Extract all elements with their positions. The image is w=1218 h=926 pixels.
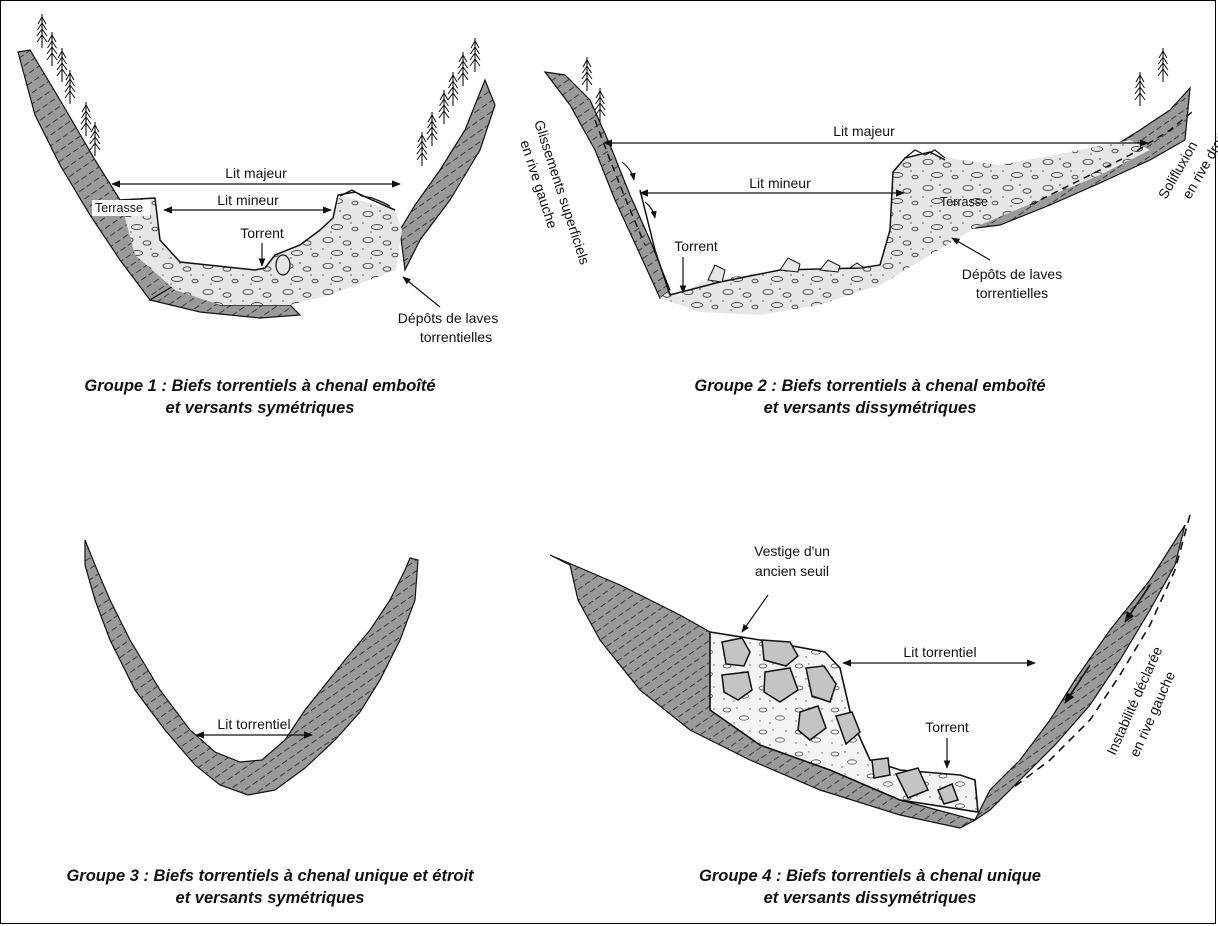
group2-diagram: Lit majeur Lit mineur Terrasse Torrent D… xyxy=(517,48,1218,315)
group1-caption-line1: Groupe 1 : Biefs torrentiels à chenal em… xyxy=(30,375,490,397)
group2-lit-mineur-label: Lit mineur xyxy=(749,175,811,191)
group4-lit-torrentiel-label: Lit torrentiel xyxy=(903,644,976,660)
group3-v-valley xyxy=(85,540,418,795)
group4-caption-line1: Groupe 4 : Biefs torrentiels à chenal un… xyxy=(630,865,1110,887)
group1-diagram: Lit majeur Lit mineur Terrasse Torrent D… xyxy=(18,14,498,345)
group4-torrent-label: Torrent xyxy=(925,719,969,735)
group4-caption-line2: et versants dissymétriques xyxy=(630,887,1110,909)
group1-caption-line2: et versants symétriques xyxy=(30,397,490,419)
group2-deposits xyxy=(660,140,1150,315)
group1-lit-majeur-label: Lit majeur xyxy=(225,165,287,181)
group3-caption-line2: et versants symétriques xyxy=(10,887,530,909)
group1-terrasse-label: Terrasse xyxy=(95,201,143,215)
group2-caption-line1: Groupe 2 : Biefs torrentiels à chenal em… xyxy=(630,375,1110,397)
group1-depots-label-2: torrentielles xyxy=(420,329,492,345)
group1-caption: Groupe 1 : Biefs torrentiels à chenal em… xyxy=(30,375,490,419)
group3-lit-torrentiel-label: Lit torrentiel xyxy=(217,716,290,732)
group1-depots-label-1: Dépôts de laves xyxy=(398,310,498,326)
group2-terrasse-label: Terrasse xyxy=(940,195,988,209)
group4-vestige-label-2: ancien seuil xyxy=(755,563,829,579)
group4-vestige-label-1: Vestige d'un xyxy=(754,543,830,559)
group2-depots-label-2: torrentielles xyxy=(976,285,1048,301)
group1-torrent-label: Torrent xyxy=(240,225,284,241)
group1-boulder xyxy=(276,255,290,275)
group2-caption-line2: et versants dissymétriques xyxy=(630,397,1110,419)
group2-caption: Groupe 2 : Biefs torrentiels à chenal em… xyxy=(630,375,1110,419)
group2-depots-label-1: Dépôts de laves xyxy=(962,266,1062,282)
group2-torrent-label: Torrent xyxy=(674,238,718,254)
group4-diagram: Vestige d'un ancien seuil Lit torrentiel… xyxy=(550,515,1190,828)
group1-lit-mineur-label: Lit mineur xyxy=(217,192,279,208)
group4-caption: Groupe 4 : Biefs torrentiels à chenal un… xyxy=(630,865,1110,909)
group3-caption: Groupe 3 : Biefs torrentiels à chenal un… xyxy=(10,865,530,909)
group1-right-bedrock xyxy=(400,80,495,270)
group3-caption-line1: Groupe 3 : Biefs torrentiels à chenal un… xyxy=(10,865,530,887)
group3-diagram: Lit torrentiel xyxy=(85,540,418,795)
group2-lit-majeur-label: Lit majeur xyxy=(833,123,895,139)
